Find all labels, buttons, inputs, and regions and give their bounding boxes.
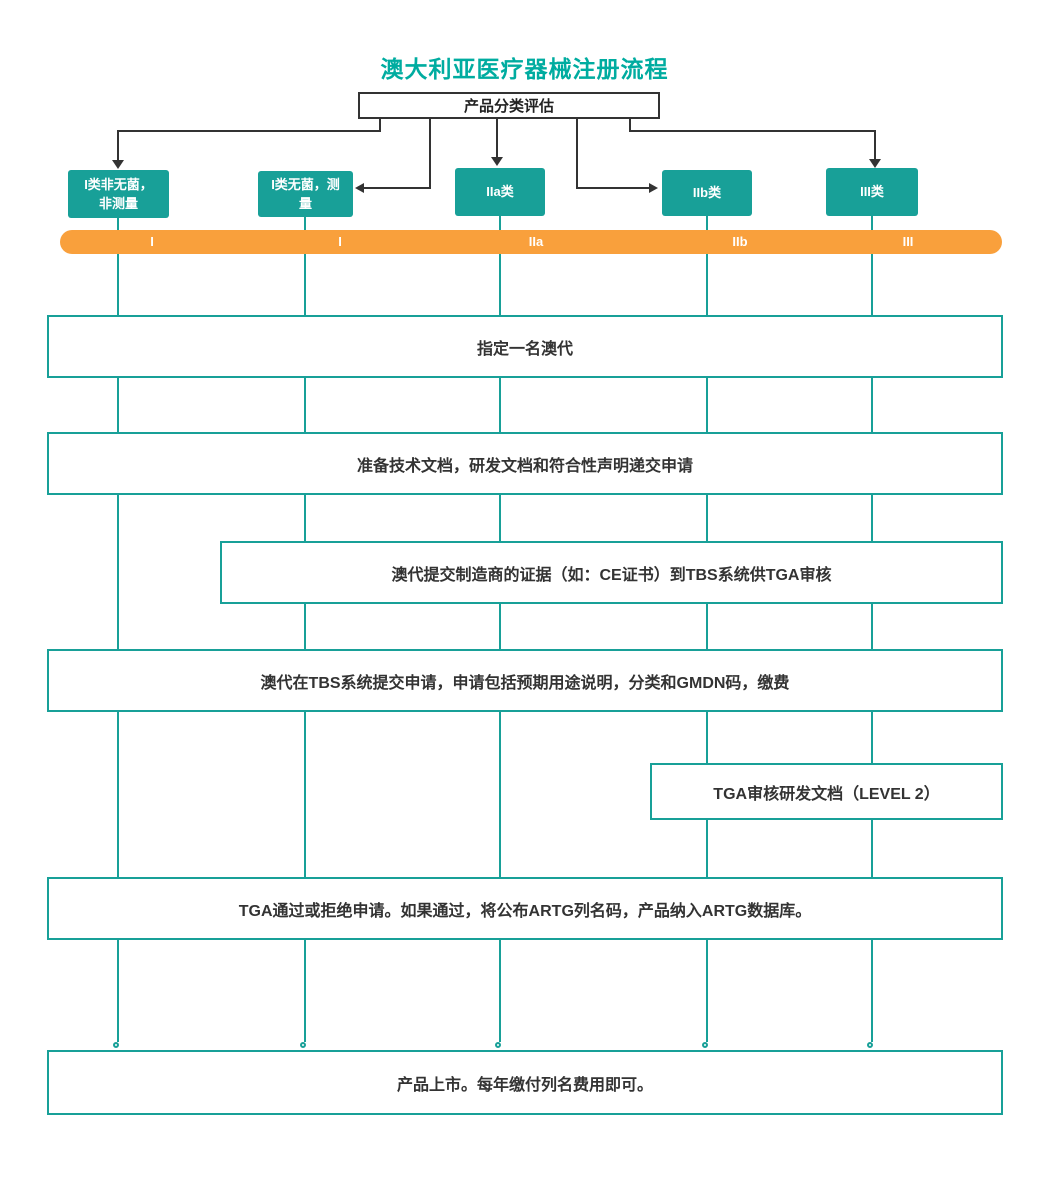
class-node-2b: IIb类 [662, 170, 752, 216]
connector-line [629, 118, 631, 132]
arrow-down-icon [491, 157, 503, 166]
step-tga-level2-review: TGA审核研发文档（LEVEL 2） [650, 763, 1003, 820]
flow-line [871, 216, 873, 230]
connector-line [496, 118, 498, 157]
track-label-1: I [150, 234, 154, 249]
connector-line [577, 187, 649, 189]
class-node-3: III类 [826, 168, 918, 216]
step-submit-evidence-tbs: 澳代提交制造商的证据（如：CE证书）到TBS系统供TGA审核 [220, 541, 1003, 604]
class-node-1-nonsterile: I类非无菌，非测量 [68, 170, 169, 218]
root-node-classification: 产品分类评估 [358, 92, 660, 119]
flow-line [706, 254, 708, 1042]
connector-line [576, 118, 578, 189]
terminal-node-icon [702, 1042, 708, 1048]
flow-line [871, 254, 873, 1042]
terminal-node-icon [300, 1042, 306, 1048]
arrow-down-icon [869, 159, 881, 168]
class-node-2a: IIa类 [455, 168, 545, 216]
flow-line [117, 218, 119, 230]
connector-line [379, 118, 381, 132]
flow-line [304, 254, 306, 1042]
flow-line [499, 254, 501, 1042]
step-tbs-application: 澳代在TBS系统提交申请，申请包括预期用途说明，分类和GMDN码，缴费 [47, 649, 1003, 712]
step-product-launch: 产品上市。每年缴付列名费用即可。 [47, 1050, 1003, 1115]
track-label-1b: I [338, 234, 342, 249]
track-bar: I I IIa IIb III [60, 230, 1002, 254]
step-prepare-documents: 准备技术文档，研发文档和符合性声明递交申请 [47, 432, 1003, 495]
connector-line [429, 118, 431, 189]
step-tga-decision-artg: TGA通过或拒绝申请。如果通过，将公布ARTG列名码，产品纳入ARTG数据库。 [47, 877, 1003, 940]
page-title: 澳大利亚医疗器械注册流程 [380, 56, 669, 82]
connector-line [629, 130, 876, 132]
connector-line [364, 187, 431, 189]
flow-line [117, 254, 119, 1042]
track-label-2a: IIa [528, 234, 544, 249]
arrow-left-icon [355, 183, 364, 193]
step-appoint-sponsor: 指定一名澳代 [47, 315, 1003, 378]
arrow-right-icon [649, 183, 658, 193]
connector-line [874, 130, 876, 159]
connector-line [117, 130, 119, 160]
flow-line [304, 217, 306, 230]
arrow-down-icon [112, 160, 124, 169]
track-label-3: III [902, 234, 914, 249]
connector-line [117, 130, 381, 132]
track-label-2b: IIb [732, 234, 748, 249]
flow-line [499, 216, 501, 230]
terminal-node-icon [495, 1042, 501, 1048]
class-node-1-sterile: I类无菌，测量 [258, 171, 353, 217]
flow-line [706, 216, 708, 230]
terminal-node-icon [867, 1042, 873, 1048]
terminal-node-icon [113, 1042, 119, 1048]
